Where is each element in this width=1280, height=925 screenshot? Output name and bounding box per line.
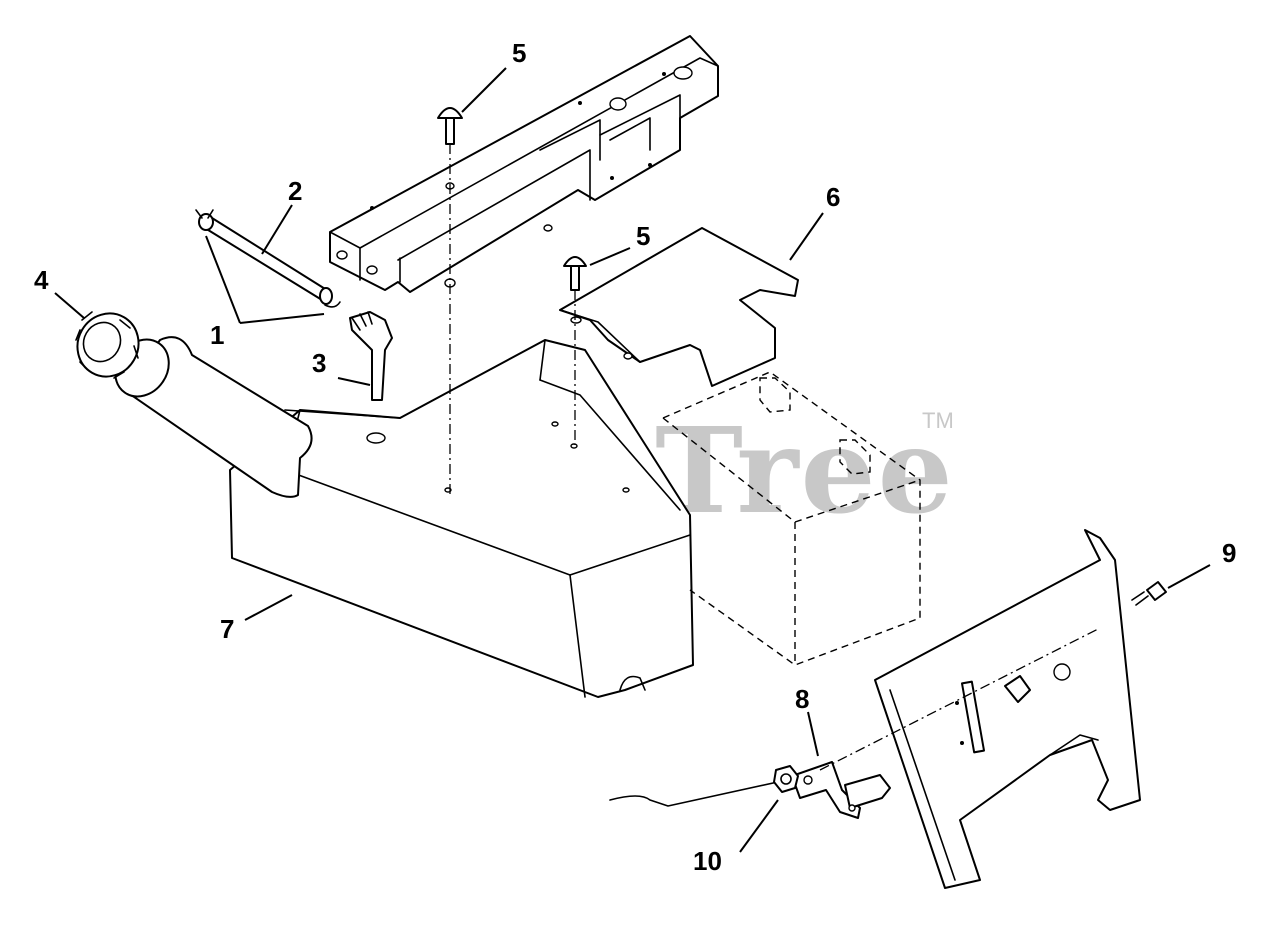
battery-cover [559, 227, 799, 387]
watermark-trademark: TM [922, 408, 954, 433]
callout-7: 7 [220, 614, 234, 644]
callout-8: 8 [795, 684, 809, 714]
callout-2: 2 [288, 176, 302, 206]
callout-1: 1 [210, 320, 224, 350]
lever-bracket [609, 627, 1101, 819]
callout-3: 3 [312, 348, 326, 378]
carriage-bolt-lower [563, 256, 587, 445]
seat-mount-bracket [874, 529, 1141, 889]
frame-bracket [329, 35, 719, 293]
battery [662, 371, 921, 666]
hex-nut [773, 765, 799, 793]
callout-10: 10 [693, 846, 722, 876]
callout-4: 4 [34, 265, 49, 295]
hex-screw [1131, 581, 1167, 606]
callout-6: 6 [826, 182, 840, 212]
fuel-line [195, 209, 341, 308]
callout-9: 9 [1222, 538, 1236, 568]
leader-lines [54, 67, 1211, 853]
callouts: 5 2 1 3 4 5 6 7 8 9 10 [34, 38, 1236, 876]
carriage-bolt-upper [437, 107, 463, 495]
fuel-cap [75, 311, 140, 379]
elbow-fitting [349, 311, 393, 401]
fuel-tank [114, 336, 694, 698]
callout-5-lower: 5 [636, 221, 650, 251]
callout-5-upper: 5 [512, 38, 526, 68]
